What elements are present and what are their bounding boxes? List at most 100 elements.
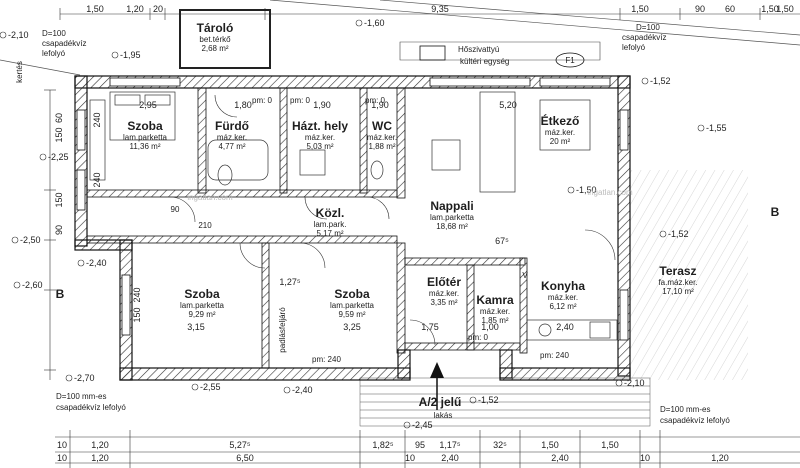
room-area: 5,03 m² <box>306 142 333 151</box>
dimension-text: 2,40 <box>441 453 459 463</box>
dimension-text: 1,27⁵ <box>279 277 301 287</box>
annotation-text: Hőszivattyú <box>458 45 499 54</box>
terrain-lines-top <box>0 0 800 76</box>
f1-badge <box>555 52 585 68</box>
dimension-text: 10 <box>57 453 67 463</box>
windows <box>76 77 629 341</box>
dimension-text: 1,20 <box>711 453 729 463</box>
dimension-text: 6,50 <box>236 453 254 463</box>
level-marker: -2,25 <box>48 152 69 162</box>
dimension-text: 5,27⁵ <box>229 440 251 450</box>
annotation-text: kültéri egység <box>460 57 509 66</box>
dimension-text: 10 <box>57 440 67 450</box>
dimension-text: 1,50 <box>541 440 559 450</box>
room-finish: máz.ker. <box>545 128 575 137</box>
level-marker: -2,55 <box>200 382 221 392</box>
dimension-text: 60 <box>54 113 64 123</box>
room-area: 9,29 m² <box>188 310 215 319</box>
room-finish: lam.parketta <box>430 213 475 222</box>
room-finish: máz.ker. <box>429 289 459 298</box>
section-marker: B <box>771 205 780 219</box>
level-marker-symbol <box>567 186 575 194</box>
room-name: Terasz <box>659 264 696 278</box>
room-area: 20 m² <box>550 137 571 146</box>
dimension-text: 20 <box>153 4 163 14</box>
level-marker: -1,50 <box>576 185 597 195</box>
dimension-text: 1,20 <box>126 4 144 14</box>
terrace-deck <box>630 170 748 380</box>
room-finish: bet.térkő <box>199 35 231 44</box>
annotation-text: csapadékvíz lefolyó <box>660 416 730 425</box>
room-area: 9,59 m² <box>338 310 365 319</box>
dimension-text: 60 <box>725 4 735 14</box>
level-marker: -1,52 <box>650 76 671 86</box>
annotation-text: csapadékvíz lefolyó <box>56 403 126 412</box>
dimension-text: 2,95 <box>139 100 157 110</box>
level-marker: -2,60 <box>22 280 43 290</box>
sill-height: pm: 0 <box>468 333 489 342</box>
level-marker-symbol <box>191 383 199 391</box>
room-area: 1,88 m² <box>368 142 395 151</box>
sofa <box>479 91 516 193</box>
dimension-text: 1,80 <box>234 100 252 110</box>
level-marker-symbol <box>111 51 119 59</box>
room-finish: máz.ker. <box>367 133 397 142</box>
level-marker: -2,70 <box>74 373 95 383</box>
sill-height: pm: 240 <box>540 351 569 360</box>
section-marker: B <box>56 287 65 301</box>
sill-height: pm: 240 <box>312 355 341 364</box>
level-marker-symbol <box>697 124 705 132</box>
door-size: 90 <box>171 205 180 214</box>
dimension-text: 1,75 <box>421 322 439 332</box>
level-marker: -1,60 <box>364 18 385 28</box>
dimension-text: 10 <box>640 453 650 463</box>
dimension-text: 10 <box>405 453 415 463</box>
dimension-text: 32⁵ <box>493 440 507 450</box>
annotation-text: D=100 <box>636 23 660 32</box>
level-marker-symbol <box>469 396 477 404</box>
sill-height: pm: 0 <box>365 96 386 105</box>
door-size: 210 <box>198 221 212 230</box>
dimension-text: 240 <box>92 172 102 187</box>
entrance-label: A/2 jelű <box>419 395 462 409</box>
room-area: 6,12 m² <box>549 302 576 311</box>
level-marker-symbol <box>13 281 21 289</box>
dimension-bottom <box>55 430 800 468</box>
level-marker-symbol <box>11 236 19 244</box>
level-marker-symbol <box>283 386 291 394</box>
bathtub <box>207 139 269 181</box>
watermark: ingatlan.com <box>187 193 233 202</box>
door-swings <box>169 94 616 346</box>
armchair <box>431 139 461 171</box>
dimension-text: 67⁵ <box>495 236 509 246</box>
room-area: 3,35 m² <box>430 298 457 307</box>
annotation-text: lefolyó <box>42 49 66 58</box>
dimension-text: 2,40 <box>556 322 574 332</box>
room-finish: máz.ker. <box>305 133 335 142</box>
room-name: Előtér <box>427 275 461 289</box>
dimension-text: 1,20 <box>91 453 109 463</box>
dimension-top <box>59 8 800 20</box>
level-marker: -2,50 <box>20 235 41 245</box>
entrance-arrow <box>430 362 444 410</box>
room-area: 1,85 m² <box>481 316 508 325</box>
sill-height: pm: 0 <box>252 96 273 105</box>
level-marker-symbol <box>65 374 73 382</box>
dimension-text: 150 <box>54 127 64 142</box>
dimension-text: 150 <box>132 307 142 322</box>
annotation-text: D=100 mm-es <box>56 392 106 401</box>
dimension-text: 9,35 <box>431 4 449 14</box>
annotation-text: V <box>522 271 528 280</box>
interior-walls <box>86 87 528 369</box>
dimension-text: 1,50 <box>86 4 104 14</box>
room-name: Étkező <box>541 113 580 128</box>
entrance-label: lakás <box>434 411 453 420</box>
level-marker: -2,10 <box>8 30 29 40</box>
annotation-text: D=100 <box>42 29 66 38</box>
dimension-text: 90 <box>54 225 64 235</box>
room-finish: fa.máz.ker. <box>658 278 697 287</box>
room-name: Nappali <box>430 199 473 213</box>
level-marker-symbol <box>403 421 411 429</box>
stove <box>589 321 611 339</box>
